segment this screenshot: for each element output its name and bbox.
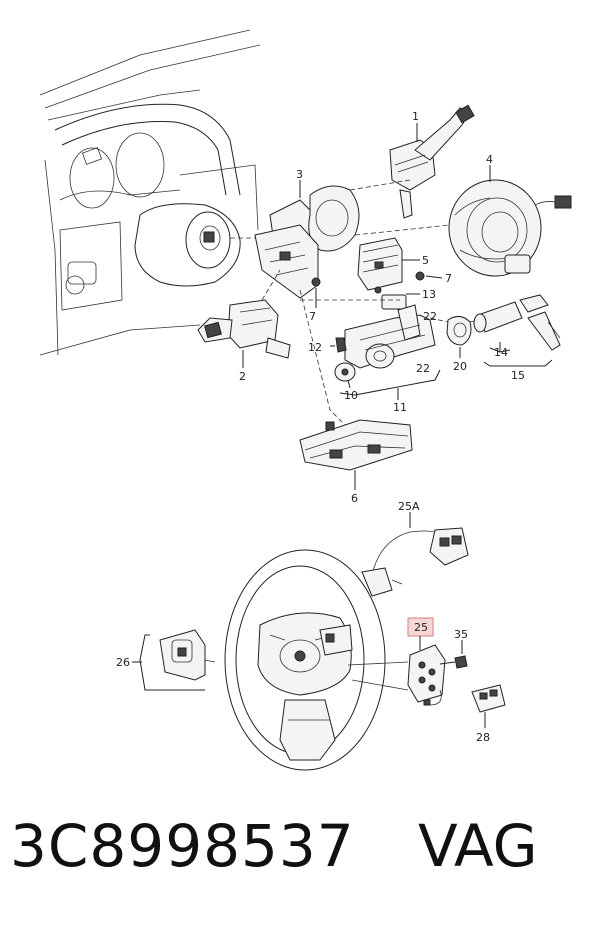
callout-7-left: 7 bbox=[309, 310, 316, 323]
part-1-wiper-stalk: 1 bbox=[389, 104, 475, 219]
callout-10: 10 bbox=[344, 389, 358, 402]
callout-6: 6 bbox=[351, 492, 358, 505]
callout-7-right: 7 bbox=[445, 272, 452, 285]
part-4-clock-spring: 4 bbox=[448, 153, 572, 277]
callout-3: 3 bbox=[296, 168, 303, 181]
callout-26: 26 bbox=[116, 656, 130, 669]
callout-12: 12 bbox=[308, 341, 322, 354]
callout-20: 20 bbox=[453, 360, 467, 373]
callout-14: 14 bbox=[494, 346, 508, 359]
callout-25: 25 bbox=[414, 621, 428, 634]
callout-1: 1 bbox=[412, 110, 419, 123]
part-13-connector: 13 bbox=[381, 288, 436, 310]
dashboard-illustration bbox=[39, 29, 268, 356]
callout-35: 35 bbox=[454, 628, 468, 641]
callout-5: 5 bbox=[422, 254, 429, 267]
part-35-screw: 35 bbox=[439, 628, 468, 669]
part-7-screws: 7 7 bbox=[309, 271, 452, 323]
callout-28: 28 bbox=[476, 731, 490, 744]
callout-2: 2 bbox=[239, 370, 246, 383]
callout-15: 15 bbox=[511, 369, 525, 382]
callout-25a: 25A bbox=[398, 500, 420, 513]
steering-lock-assembly: 12 10 22 22 11 20 14 15 bbox=[308, 294, 561, 414]
part-26-paddle-module: 26 bbox=[116, 629, 216, 691]
callout-22-top: 22 bbox=[423, 310, 437, 323]
brand-caption: VAG bbox=[418, 812, 538, 880]
part-28-button-module: 28 bbox=[471, 684, 506, 744]
part-25a-button-module: 25A bbox=[361, 500, 469, 597]
callout-4: 4 bbox=[486, 153, 493, 166]
part-25-multifunction-buttons: 25 bbox=[347, 617, 446, 706]
callout-22-bottom: 22 bbox=[416, 362, 430, 375]
assembly-guide-line bbox=[299, 289, 346, 426]
part-2-indicator-stalk: 2 bbox=[197, 269, 291, 383]
steering-wheel-illustration bbox=[224, 549, 386, 771]
part-6-control-unit: 6 bbox=[299, 419, 413, 505]
callout-13: 13 bbox=[422, 288, 436, 301]
callout-11: 11 bbox=[393, 401, 407, 414]
part-5-module: 5 bbox=[357, 237, 429, 291]
part-number-caption: 3C8998537 bbox=[10, 812, 355, 880]
